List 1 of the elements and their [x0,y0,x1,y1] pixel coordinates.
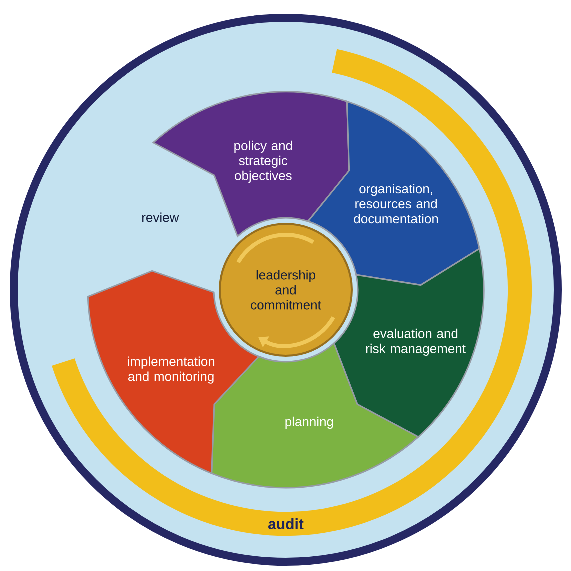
process-segment: evaluation and risk management [333,248,485,438]
